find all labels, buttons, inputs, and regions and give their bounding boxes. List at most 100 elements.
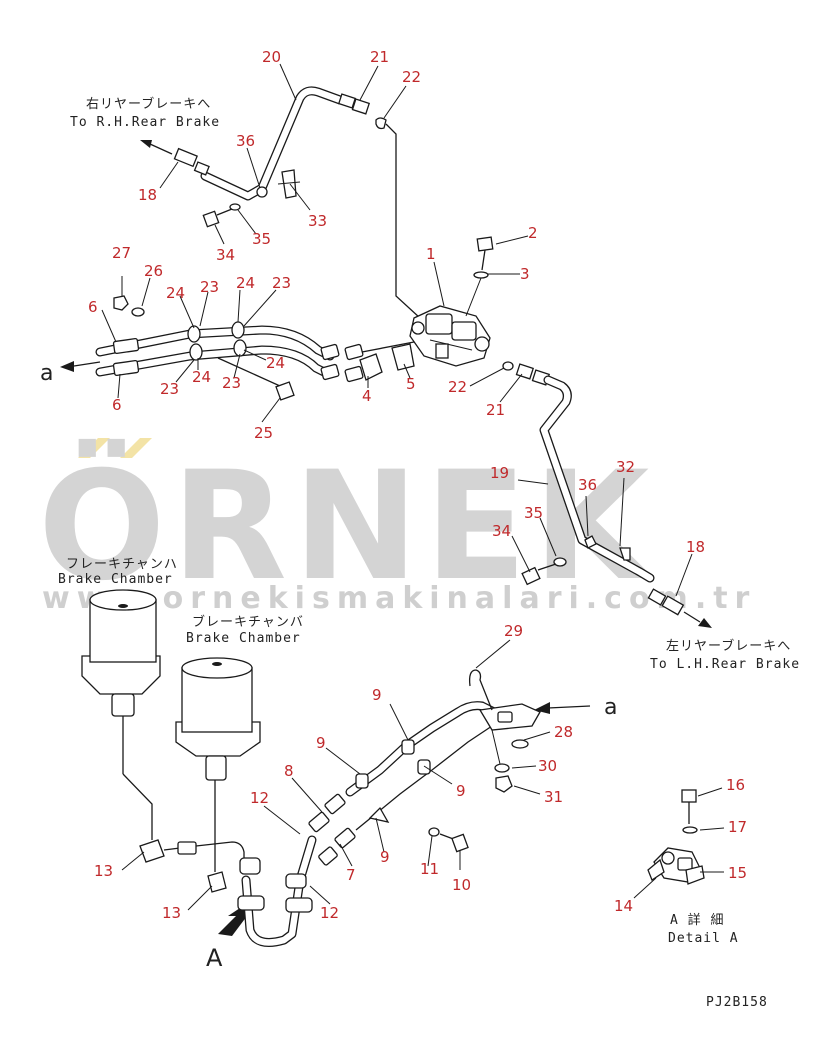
washer-17 [682, 826, 698, 834]
washer-30 [494, 763, 510, 773]
fitting-6-upper [112, 337, 140, 355]
arrow-a-right [534, 702, 550, 714]
callout-32: 32 [616, 458, 635, 476]
washer-3 [473, 271, 489, 279]
brake-valve-1 [409, 305, 491, 367]
label-brake-chamber-1-en: Brake Chamber [58, 572, 173, 587]
callout-24-a: 24 [166, 284, 185, 302]
callout-16: 16 [726, 776, 745, 794]
callout-9-c: 9 [456, 782, 466, 800]
callout-19: 19 [490, 464, 509, 482]
callout-4: 4 [362, 387, 372, 405]
leader-lines [101, 63, 725, 911]
fitting-7 [318, 846, 338, 866]
callout-23-c: 23 [160, 380, 179, 398]
nut-31 [495, 775, 513, 793]
clamp-24-b [233, 339, 247, 357]
callout-22-bottom: 22 [448, 378, 467, 396]
clamp-23-a [187, 325, 201, 343]
callout-6-upper: 6 [88, 298, 98, 316]
bracket-4 [359, 353, 383, 381]
callout-11: 11 [420, 860, 439, 878]
callout-36-bottom: 36 [578, 476, 597, 494]
watermark-url: www.ornekismakinalari.com.tr [42, 581, 756, 616]
bolt-34-top [202, 210, 220, 228]
callout-36-top: 36 [236, 132, 255, 150]
callout-14: 14 [614, 897, 633, 915]
callout-26: 26 [144, 262, 163, 280]
bracket-15 [685, 865, 705, 885]
callout-23-b: 23 [272, 274, 291, 292]
label-brake-chamber-2-en: Brake Chamber [186, 631, 301, 646]
clip-22-bottom [502, 361, 514, 371]
bolt-25 [275, 381, 295, 401]
fitting-21-top [337, 93, 357, 109]
clip-22-top [375, 117, 387, 130]
callout-1: 1 [426, 245, 436, 263]
bolt-34-bottom [521, 566, 541, 586]
label-detail-a-en: Detail A [668, 931, 739, 946]
clamp-9-c [417, 759, 431, 775]
callout-9-d: 9 [380, 848, 390, 866]
callout-12-lower: 12 [320, 904, 339, 922]
callout-2: 2 [528, 224, 538, 242]
label-rh-rear-brake-en: To R.H.Rear Brake [70, 115, 220, 130]
bracket-32 [619, 547, 631, 561]
fitting-18-bottom [647, 588, 667, 606]
label-brake-chamber-2-jp: ブレーキチャンバ [192, 614, 304, 630]
callout-6-lower: 6 [112, 396, 122, 414]
clamp-36-top [256, 186, 268, 198]
washer-11 [428, 827, 440, 837]
washer-26 [131, 307, 145, 317]
clamp-9-a [355, 773, 369, 789]
callout-5: 5 [406, 375, 416, 393]
bracket-33 [281, 169, 297, 199]
clamp-24-a [189, 343, 203, 361]
clamp-9-d [368, 806, 390, 823]
callout-22-top: 22 [402, 68, 421, 86]
arrow-rh-rear-brake [140, 140, 152, 148]
callout-17: 17 [728, 818, 747, 836]
tube-20 [200, 86, 345, 201]
callout-7: 7 [346, 866, 356, 884]
detail-a [647, 789, 705, 885]
callout-30: 30 [538, 757, 557, 775]
callout-3: 3 [520, 265, 530, 283]
callout-21-bottom: 21 [486, 401, 505, 419]
label-brake-chamber-1-jp: フレーキチャンハ [66, 557, 178, 572]
fitting-8 [308, 811, 330, 833]
callout-numbers: 1 2 3 4 5 6 6 7 8 9 9 9 9 10 11 12 12 13… [88, 48, 747, 922]
callout-13-b: 13 [162, 904, 181, 922]
callout-13-a: 13 [94, 862, 113, 880]
clamp-9-b [401, 739, 415, 755]
washer-35-bottom [553, 557, 567, 567]
callout-9-b: 9 [316, 734, 326, 752]
clamp-23-b [231, 321, 245, 339]
callout-24-d: 24 [266, 354, 285, 372]
watermark-accent-right [120, 438, 152, 458]
callout-24-b: 24 [236, 274, 255, 292]
label-detail-a-jp: A 詳 細 [670, 912, 724, 928]
callout-15: 15 [728, 864, 747, 882]
callout-34-top: 34 [216, 246, 235, 264]
callout-21-top: 21 [370, 48, 389, 66]
text-labels: 右リヤーブレーキへ To R.H.Rear Brake 左リヤーブレーキへ To… [40, 96, 800, 1010]
label-lh-rear-brake-en: To L.H.Rear Brake [650, 657, 800, 672]
callout-8: 8 [284, 762, 294, 780]
fitting-13-b [207, 871, 227, 893]
label-connector-a-right: a [604, 695, 617, 720]
washer-35-top [229, 203, 241, 211]
callout-29: 29 [504, 622, 523, 640]
hook-29 [468, 669, 493, 711]
label-view-arrow-a: A [206, 944, 223, 972]
callout-20: 20 [262, 48, 281, 66]
callout-18-bottom: 18 [686, 538, 705, 556]
callout-9-a: 9 [372, 686, 382, 704]
bolt-2 [476, 236, 494, 252]
fitting-21-bottom [515, 363, 535, 380]
fitting-18-top [173, 147, 198, 168]
callout-23-d: 23 [222, 374, 241, 392]
callout-24-c: 24 [192, 368, 211, 386]
label-lh-rear-brake-jp: 左リヤーブレーキへ [666, 638, 791, 654]
